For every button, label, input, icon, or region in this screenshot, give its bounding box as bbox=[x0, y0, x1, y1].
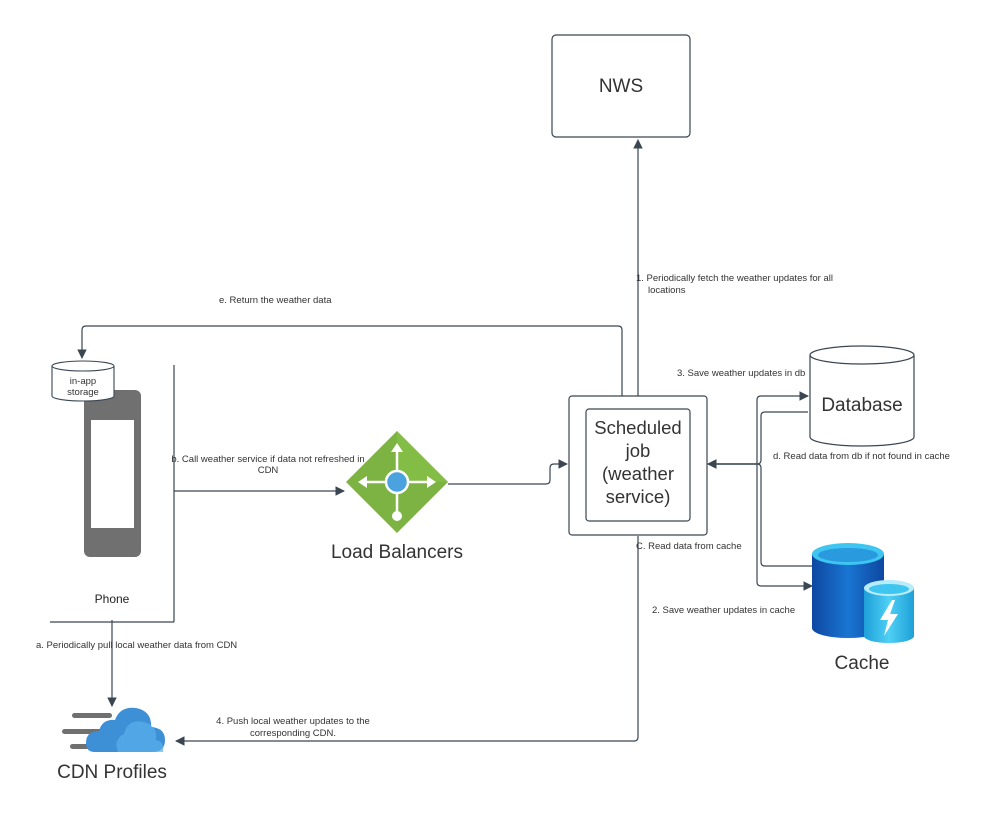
database-icon bbox=[809, 345, 915, 447]
scheduled-job-line-2: job bbox=[625, 440, 651, 461]
in-app-storage-node[interactable]: in-app storage bbox=[51, 360, 115, 402]
database-node[interactable]: Database bbox=[809, 345, 915, 447]
scheduled-job-line-3: (weather bbox=[602, 463, 674, 484]
edge-push-cdn bbox=[175, 536, 639, 746]
cache-label: Cache bbox=[835, 653, 890, 674]
edge-label-1-line-1: 1. Periodically fetch the weather update… bbox=[636, 273, 833, 284]
cdn-node[interactable]: CDN Profiles bbox=[57, 707, 167, 783]
edge-label-d: d. Read data from db if not found in cac… bbox=[773, 451, 950, 462]
phone-label: Phone bbox=[95, 592, 130, 606]
scheduled-job-line-4: service) bbox=[606, 486, 671, 507]
edge-label-4-line-2: corresponding CDN. bbox=[250, 728, 336, 739]
load-balancer-node[interactable]: Load Balancers bbox=[331, 431, 463, 563]
edge-label-b: b. Call weather service if data not refr… bbox=[171, 454, 364, 476]
edge-label-4: 4. Push local weather updates to the cor… bbox=[216, 716, 370, 739]
database-label: Database bbox=[821, 395, 902, 416]
edge-label-1: 1. Periodically fetch the weather update… bbox=[636, 273, 833, 296]
edge-read-cache bbox=[707, 459, 812, 567]
cache-icon bbox=[812, 543, 914, 643]
in-app-storage-line-2: storage bbox=[67, 387, 99, 398]
edge-label-2: 2. Save weather updates in cache bbox=[652, 605, 795, 616]
edge-return-data bbox=[77, 325, 623, 396]
edge-save-cache bbox=[756, 464, 813, 591]
edge-label-4-line-1: 4. Push local weather updates to the bbox=[216, 716, 370, 727]
edge-save-db bbox=[708, 391, 809, 465]
in-app-storage-line-1: in-app bbox=[70, 376, 96, 387]
cdn-cloud-icon bbox=[62, 707, 165, 752]
load-balancers-label: Load Balancers bbox=[331, 542, 463, 563]
nws-label: NWS bbox=[599, 76, 643, 97]
edge-label-b-line-1: b. Call weather service if data not refr… bbox=[171, 454, 364, 465]
edge-label-a: a. Periodically pull local weather data … bbox=[36, 640, 237, 651]
edge-label-c: C. Read data from cache bbox=[636, 541, 742, 552]
edge-label-3: 3. Save weather updates in db bbox=[677, 368, 805, 379]
cdn-profiles-label: CDN Profiles bbox=[57, 762, 167, 783]
nws-node[interactable]: NWS bbox=[551, 34, 691, 138]
scheduled-job-node[interactable]: Scheduled job (weather service) bbox=[568, 395, 708, 536]
phone-icon bbox=[84, 390, 141, 557]
edge-label-1-line-2: locations bbox=[648, 285, 686, 296]
edge-lb-job bbox=[448, 459, 568, 485]
storage-cylinder-icon bbox=[51, 360, 115, 402]
cache-node[interactable]: Cache bbox=[812, 543, 914, 674]
edge-label-b-line-2: CDN bbox=[258, 465, 279, 476]
scheduled-job-line-1: Scheduled bbox=[594, 417, 681, 438]
load-balancer-icon bbox=[346, 431, 448, 533]
phone-node[interactable]: Phone bbox=[50, 365, 175, 623]
edge-label-e: e. Return the weather data bbox=[219, 295, 332, 306]
